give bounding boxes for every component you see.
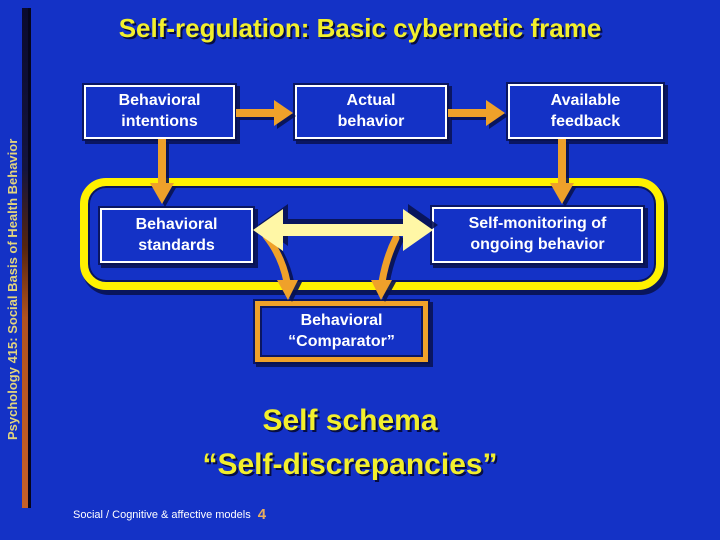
box-actual-behavior: Actual behavior [295, 85, 447, 139]
page-number: 4 [257, 506, 267, 523]
right-arrow-icon [236, 100, 293, 126]
slide-title: Self-regulation: Basic cybernetic frame [118, 13, 602, 43]
right-arrow-icon [448, 100, 505, 126]
emphasis-line2: “Self-discrepancies” [202, 448, 498, 481]
down-arrow-icon [150, 139, 174, 204]
box-behavioral-standards: Behavioral standards [100, 208, 253, 263]
emphasis-line1: Self schema [262, 404, 438, 437]
feedback-loop-frame [80, 178, 664, 290]
footer-label: Social / Cognitive & affective models [73, 509, 251, 521]
down-arrow-icon [550, 139, 574, 204]
double-arrow-icon [253, 209, 433, 251]
box-self-monitoring: Self-monitoring of ongoing behavior [432, 207, 643, 263]
box-available-feedback: Available feedback [508, 84, 663, 139]
box-behavioral-comparator: Behavioral “Comparator” [255, 301, 428, 362]
sidebar-course-label: Psychology 415: Social Basis of Health B… [5, 138, 20, 440]
emphasis-text: Self schema “Self-discrepancies” [90, 399, 610, 487]
box-behavioral-intentions: Behavioral intentions [84, 85, 235, 139]
footer: Social / Cognitive & affective models 4 [73, 507, 266, 523]
sidebar-accent-bar [22, 8, 28, 508]
sidebar-accent-line [28, 8, 31, 508]
